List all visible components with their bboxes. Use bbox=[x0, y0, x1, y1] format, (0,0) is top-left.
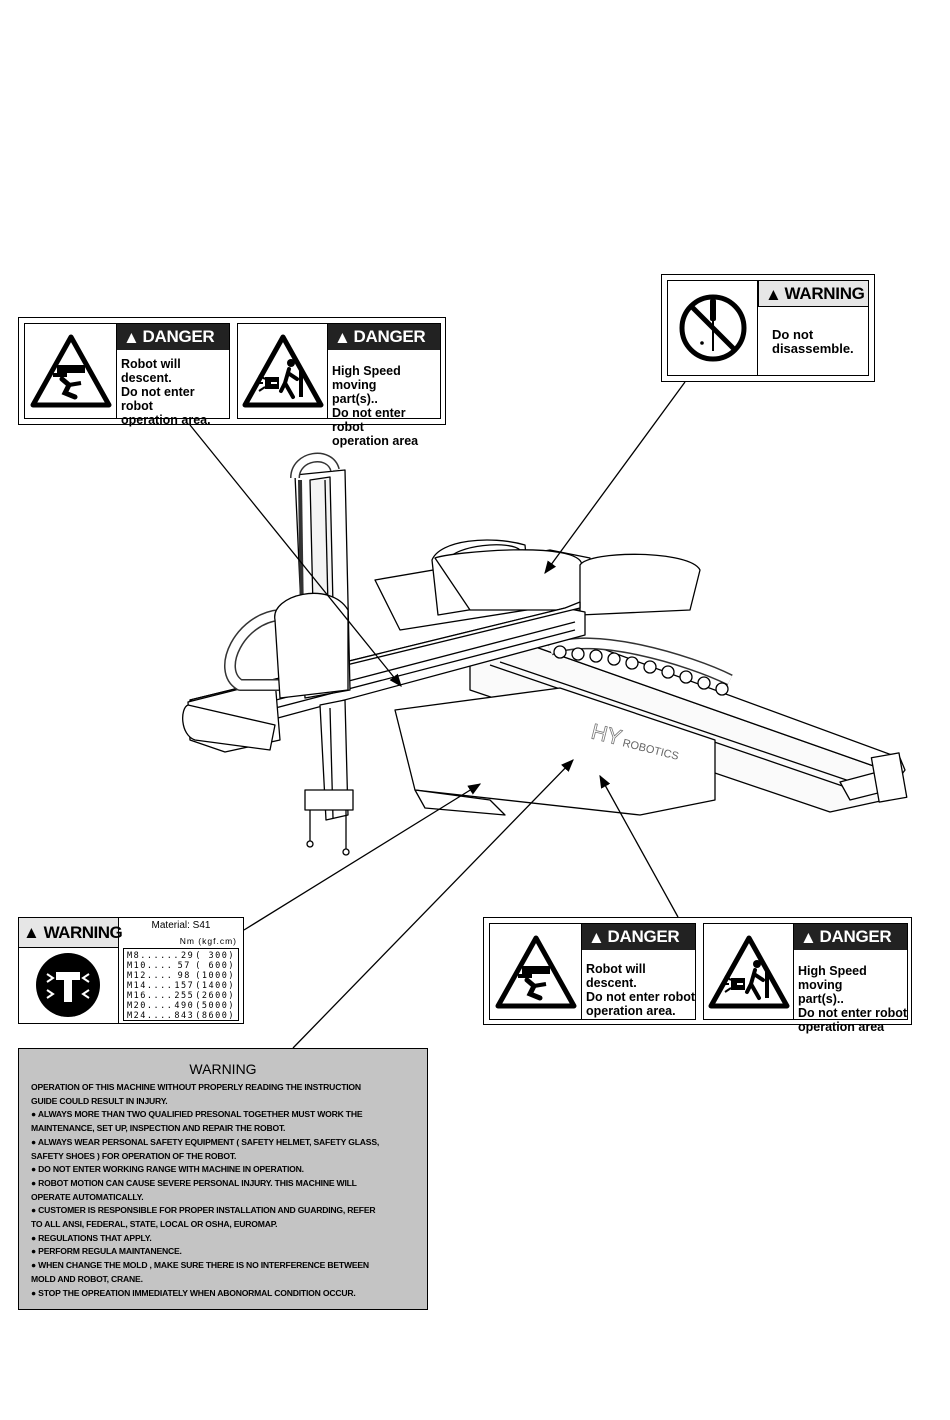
danger-text: Robot will descent. Do not enter robot o… bbox=[586, 962, 696, 1018]
torque-material: Material: S41 bbox=[151, 920, 211, 931]
danger-label-descent: ▲DANGER Robot will descent. Do not enter… bbox=[24, 323, 230, 427]
warning-line: TO ALL ANSI, FEDERAL, STATE, LOCAL OR OS… bbox=[31, 1219, 278, 1230]
moving-parts-icon bbox=[238, 324, 328, 418]
danger-header: DANGER bbox=[142, 327, 215, 346]
warning-text: Do not disassemble. bbox=[772, 327, 854, 356]
general-warning-lines: OPERATION OF THIS MACHINE WITHOUT PROPER… bbox=[19, 1081, 427, 1300]
warning-line: ● WHEN CHANGE THE MOLD , MAKE SURE THERE… bbox=[31, 1260, 369, 1271]
warning-line: MAINTENANCE, SET UP, INSPECTION AND REPA… bbox=[31, 1123, 286, 1134]
warning-line: ● DO NOT ENTER WORKING RANGE WITH MACHIN… bbox=[31, 1164, 304, 1175]
warning-torque-label: ▲ WARNING Material: S41 Nm (kgf.cm) M8..… bbox=[18, 917, 244, 1024]
danger-label-descent: ▲DANGER Robot will descent. Do not enter… bbox=[489, 923, 696, 1020]
warning-line: OPERATION OF THIS MACHINE WITHOUT PROPER… bbox=[31, 1082, 361, 1092]
table-row: M14....157(1400) bbox=[127, 981, 235, 991]
warning-line: ● REGULATIONS THAT APPLY. bbox=[31, 1232, 152, 1243]
warning-line: ● STOP THE OPREATION IMMEDIATELY WHEN AB… bbox=[31, 1287, 356, 1298]
crush-hazard-icon bbox=[490, 924, 582, 1019]
table-row: M10....57( 600) bbox=[127, 961, 235, 971]
general-warning-box: WARNING OPERATION OF THIS MACHINE WITHOU… bbox=[18, 1048, 428, 1310]
robot-illustration: HY ROBOTICS bbox=[182, 452, 908, 856]
danger-text: High Speed moving part(s).. Do not enter… bbox=[798, 964, 908, 1034]
no-screwdriver-icon bbox=[668, 281, 758, 375]
bolt-torque-icon bbox=[19, 948, 119, 1023]
table-row: M24....843(8600) bbox=[127, 1011, 235, 1021]
danger-header: DANGER bbox=[819, 927, 892, 946]
warning-line: ● PERFORM REGULA MAINTANENCE. bbox=[31, 1246, 182, 1257]
warning-line: SAFETY SHOES ) FOR OPERATION OF THE ROBO… bbox=[31, 1150, 237, 1161]
danger-header: DANGER bbox=[353, 327, 426, 346]
general-warning-title: WARNING bbox=[189, 1061, 257, 1077]
warning-label-disassemble: ▲WARNING Do not disassemble. bbox=[667, 280, 869, 376]
danger-text: Robot will descent. Do not enter robot o… bbox=[121, 357, 211, 427]
crush-hazard-icon bbox=[25, 324, 117, 418]
danger-labels-top-panel: ▲DANGER Robot will descent. Do not enter… bbox=[18, 317, 446, 448]
torque-table: M8......29( 300) M10....57( 600) M12....… bbox=[123, 948, 239, 1021]
table-row: M8......29( 300) bbox=[127, 951, 235, 961]
warning-line: ● ALWAYS MORE THAN TWO QUALIFIED PRESONA… bbox=[31, 1109, 363, 1120]
danger-label-moving-parts: ▲DANGER High Speed moving part(s).. Do n… bbox=[237, 323, 441, 448]
danger-text: High Speed moving part(s).. Do not enter… bbox=[332, 364, 419, 448]
table-row: M20....490(5000) bbox=[127, 1001, 235, 1011]
warning-line: ● ROBOT MOTION CAN CAUSE SEVERE PERSONAL… bbox=[31, 1177, 357, 1188]
danger-labels-bottom-panel: ▲DANGER Robot will descent. Do not enter… bbox=[483, 917, 912, 1034]
warning-header: WARNING bbox=[43, 923, 123, 942]
warning-line: ● ALWAYS WEAR PERSONAL SAFETY EQUIPMENT … bbox=[31, 1136, 380, 1147]
moving-parts-icon bbox=[704, 924, 794, 1019]
warning-line: GUIDE COULD RESULT IN INJURY. bbox=[31, 1095, 168, 1106]
danger-label-moving-parts: ▲DANGER High Speed moving part(s).. Do n… bbox=[703, 923, 908, 1034]
torque-units: Nm (kgf.cm) bbox=[179, 936, 237, 946]
danger-header: DANGER bbox=[607, 927, 680, 946]
warning-line: MOLD AND ROBOT, CRANE. bbox=[31, 1273, 143, 1284]
warning-line: ● CUSTOMER IS RESPONSIBLE FOR PROPER INS… bbox=[31, 1205, 376, 1216]
warning-header: WARNING bbox=[784, 284, 865, 303]
table-row: M16....255(2600) bbox=[127, 991, 235, 1001]
warning-line: OPERATE AUTOMATICALLY. bbox=[31, 1191, 144, 1202]
table-row: M12....98(1000) bbox=[127, 971, 235, 981]
warning-disassemble-panel: ▲WARNING Do not disassemble. bbox=[661, 274, 875, 382]
